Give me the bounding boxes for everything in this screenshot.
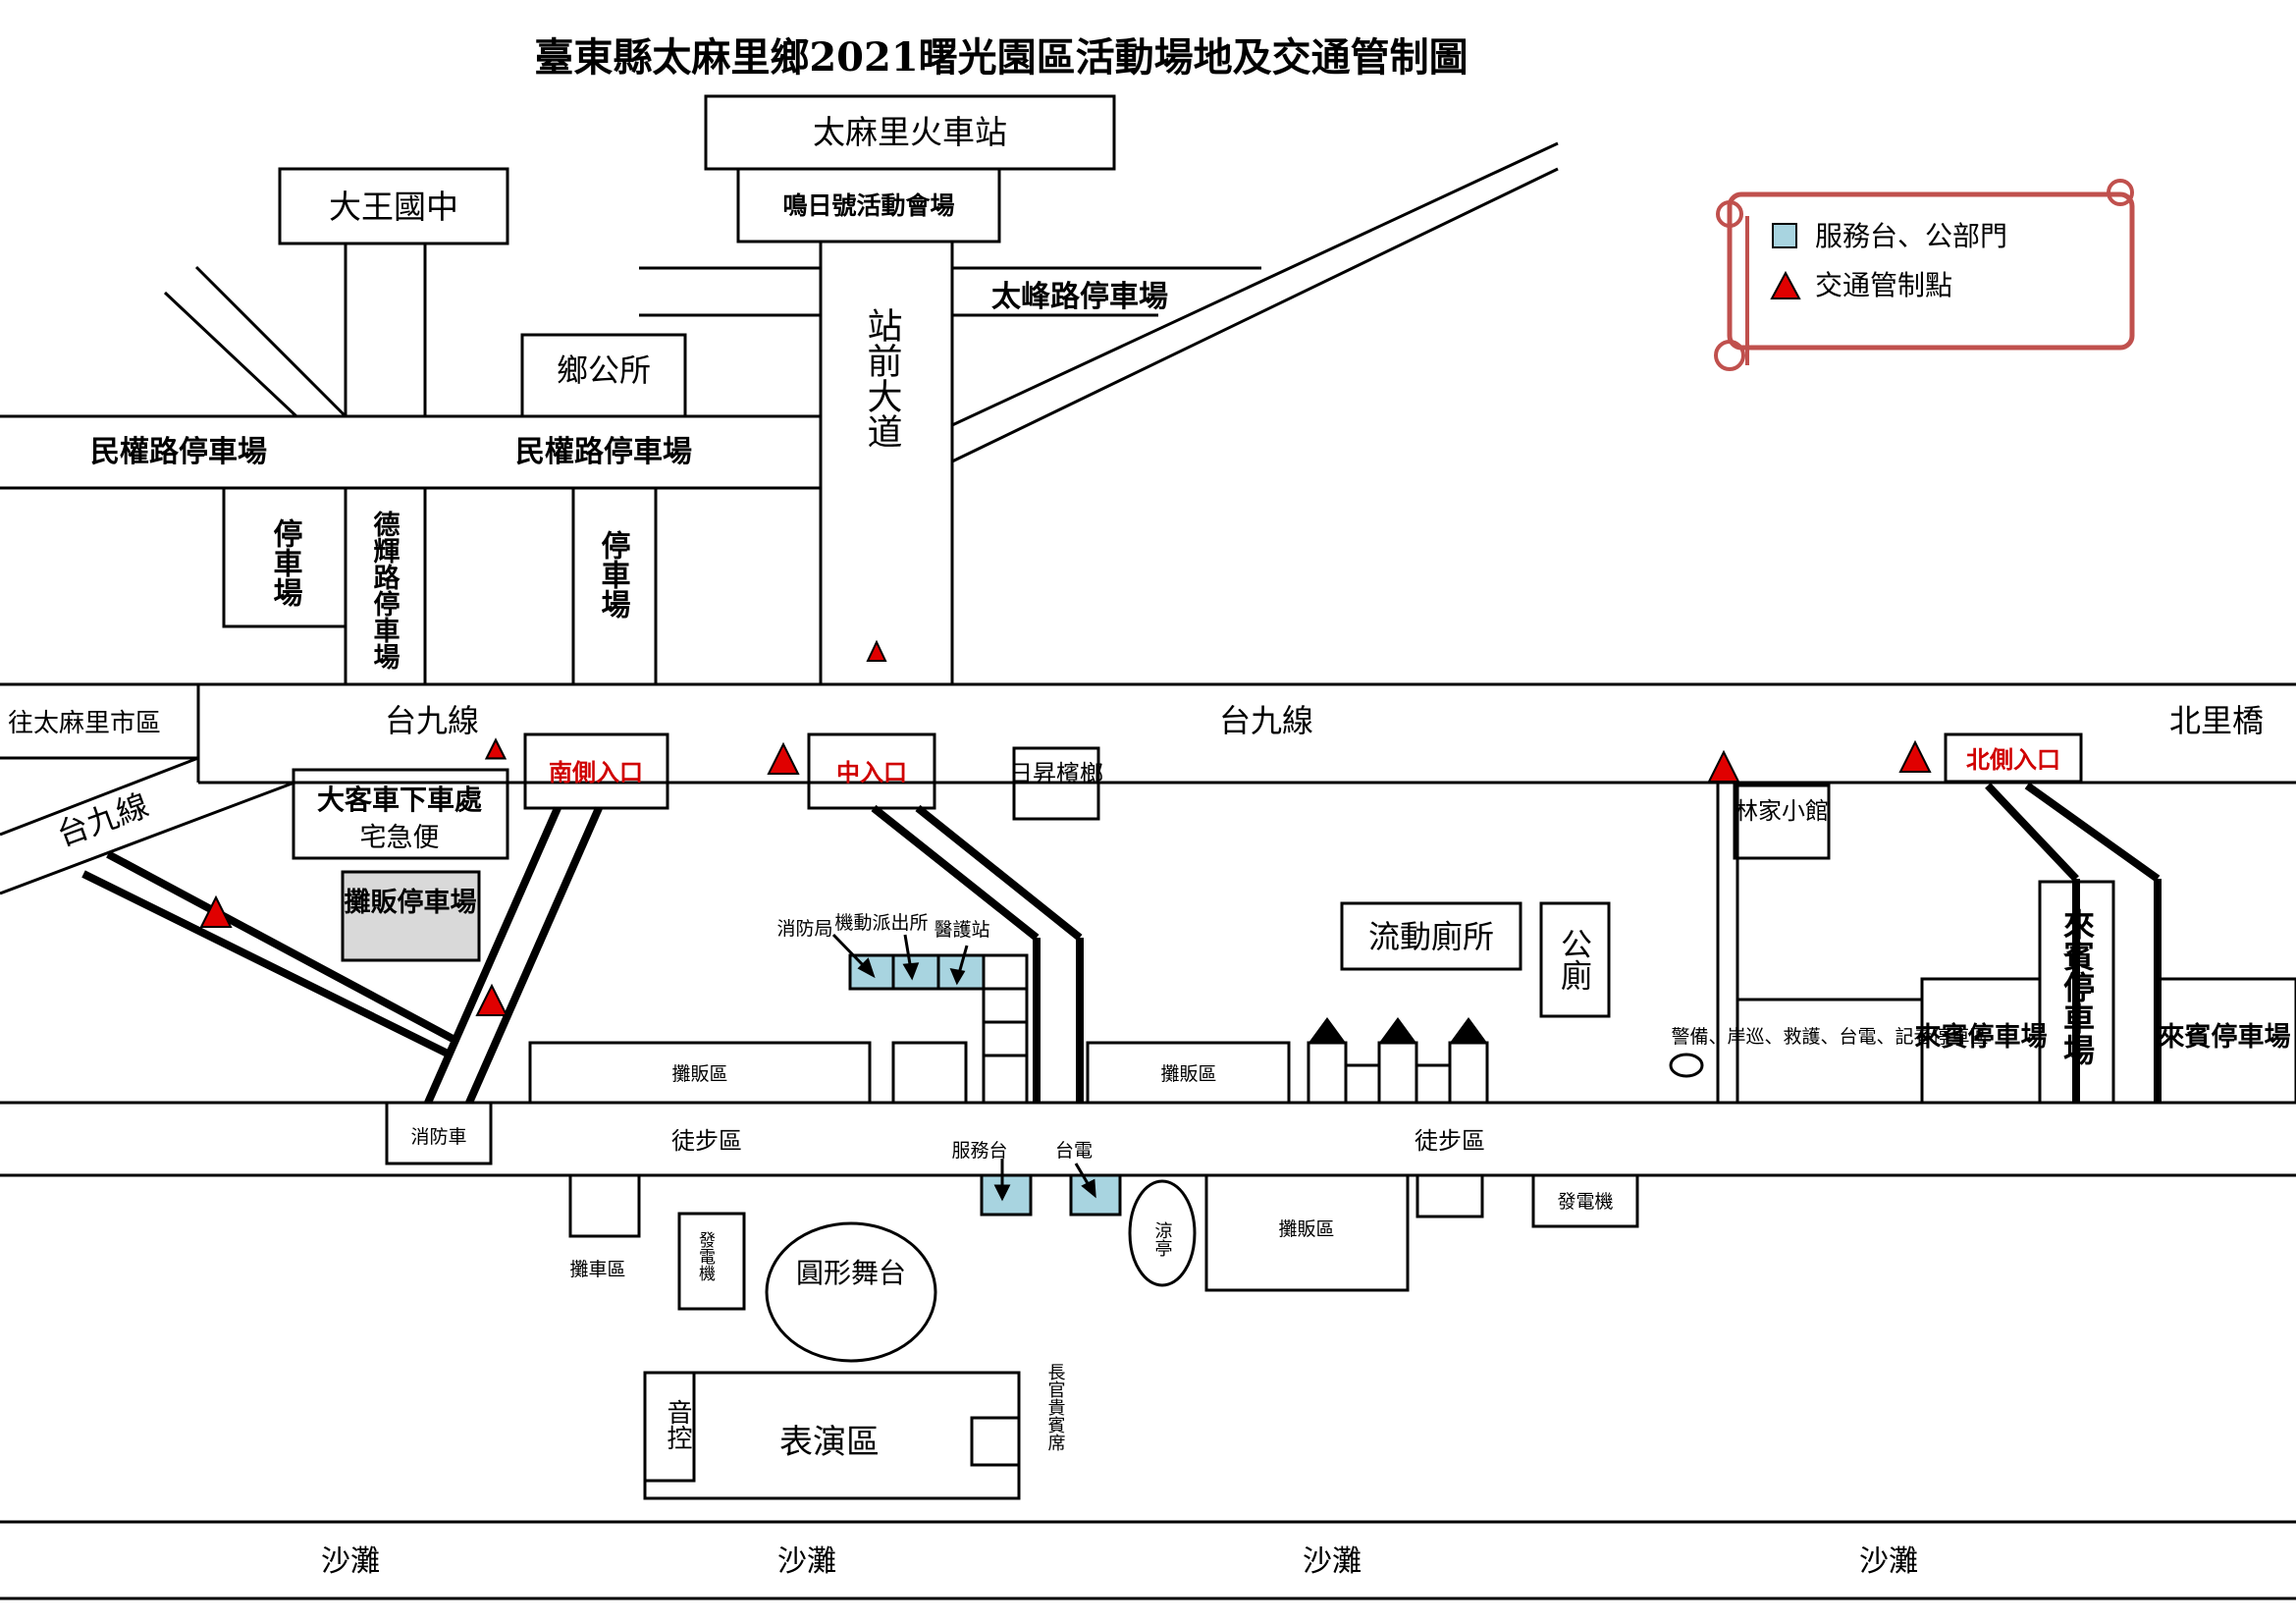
legend-service-swatch — [1772, 223, 1797, 248]
pavilion-label: 涼亭 — [1152, 1221, 1173, 1257]
to-city-label: 往太麻里市區 — [8, 709, 161, 738]
vip-parking-label: 來賓停車場 — [2058, 908, 2096, 1066]
legend-label-control: 交通管制點 — [1815, 269, 1952, 301]
dawang-school-label: 大王國中 — [329, 188, 458, 226]
beach-label: 沙灘 — [1859, 1544, 1918, 1579]
generator-label: 發電機 — [695, 1231, 716, 1282]
round-stage-label: 圓形舞台 — [796, 1257, 906, 1289]
taipower-label: 台電 — [1055, 1140, 1093, 1162]
taifeng-parking-label: 太峰路停車場 — [991, 280, 1168, 314]
security-area-label: 警備、岸巡、救護、台電、記者停車區 — [1671, 1026, 1988, 1048]
police-station-label: 機動派出所 — [834, 912, 928, 934]
parking-label: 停車場 — [268, 518, 303, 607]
service-desk-box — [980, 1173, 1033, 1217]
control-point — [767, 741, 800, 775]
map-title: 臺東縣太麻里鄉2021曙光園區活動場地及交通管制圖 — [534, 34, 1468, 81]
legend-label-service: 服務台、公部門 — [1815, 220, 2007, 252]
mobile-toilet-label: 流動廁所 — [1368, 918, 1494, 955]
beach-label: 沙灘 — [321, 1544, 380, 1579]
township-office-label: 鄉公所 — [557, 352, 651, 389]
sunrise-venue-box — [736, 167, 1001, 244]
beach-label: 沙灘 — [1303, 1544, 1362, 1579]
bus-dropoff-label: 大客車下車處 — [317, 784, 482, 816]
fire-bureau-label: 消防局 — [776, 918, 832, 940]
minquan-parking-label: 民權路停車場 — [90, 435, 267, 469]
service-desk-label: 服務台 — [951, 1140, 1007, 1162]
walking-area-label: 徒步區 — [671, 1127, 742, 1155]
control-point — [1707, 749, 1740, 783]
generator-label: 發電機 — [1557, 1191, 1613, 1213]
performance-area-label: 表演區 — [779, 1423, 880, 1462]
control-point — [199, 894, 233, 928]
control-point — [1898, 739, 1932, 773]
legend-control-icon — [1770, 270, 1801, 299]
ri-sheng-label: 日昇檳榔 — [1009, 760, 1103, 787]
control-point — [484, 737, 507, 760]
vip-parking-label: 來賓停車場 — [1915, 1021, 2048, 1053]
lin-restaurant-label: 林家小館 — [1735, 797, 1829, 825]
vendor-area-label: 攤販區 — [1278, 1218, 1334, 1240]
sound-control-label: 音控 — [663, 1399, 692, 1450]
vehicle-area-label: 攤車區 — [569, 1259, 625, 1280]
station-avenue-label: 站前大道 — [862, 307, 902, 449]
control-point — [475, 983, 508, 1016]
dawang-school-box — [278, 167, 509, 245]
control-point — [866, 639, 887, 662]
minquan-parking-label: 民權路停車場 — [515, 435, 692, 469]
legend — [1714, 179, 2135, 371]
fire-truck-label: 消防車 — [410, 1126, 466, 1148]
hwy9-label: 台九線 — [385, 702, 479, 739]
delivery-label: 宅急便 — [360, 823, 440, 853]
middle-entrance-label: 中入口 — [836, 759, 907, 786]
police-box — [891, 953, 940, 991]
vip-parking-label: 來賓停車場 — [2159, 1021, 2291, 1053]
south-entrance-label: 南側入口 — [549, 759, 643, 786]
medical-station-label: 醫護站 — [934, 919, 989, 941]
walking-area-label: 徒步區 — [1415, 1127, 1485, 1155]
vendor-parking-box — [341, 870, 481, 962]
dehui-parking-label: 德輝路停車場 — [369, 511, 400, 670]
beach-label: 沙灘 — [777, 1544, 836, 1579]
parking-label: 停車場 — [596, 530, 631, 619]
train-station-label: 太麻里火車站 — [813, 113, 1007, 151]
vendor-area-label: 攤販區 — [671, 1063, 727, 1085]
vendor-area-label: 攤販區 — [1160, 1063, 1216, 1085]
hwy9-label: 台九線 — [1219, 702, 1313, 739]
vip-seats-label: 長官貴賓席 — [1045, 1363, 1066, 1451]
sunrise-venue-label: 鳴日號活動會場 — [782, 191, 954, 220]
vendor-parking-label: 攤販停車場 — [345, 887, 477, 918]
public-toilet-label: 公廁 — [1556, 928, 1593, 991]
beili-bridge-label: 北里橋 — [2169, 702, 2264, 739]
north-entrance-label: 北側入口 — [1966, 746, 2060, 774]
